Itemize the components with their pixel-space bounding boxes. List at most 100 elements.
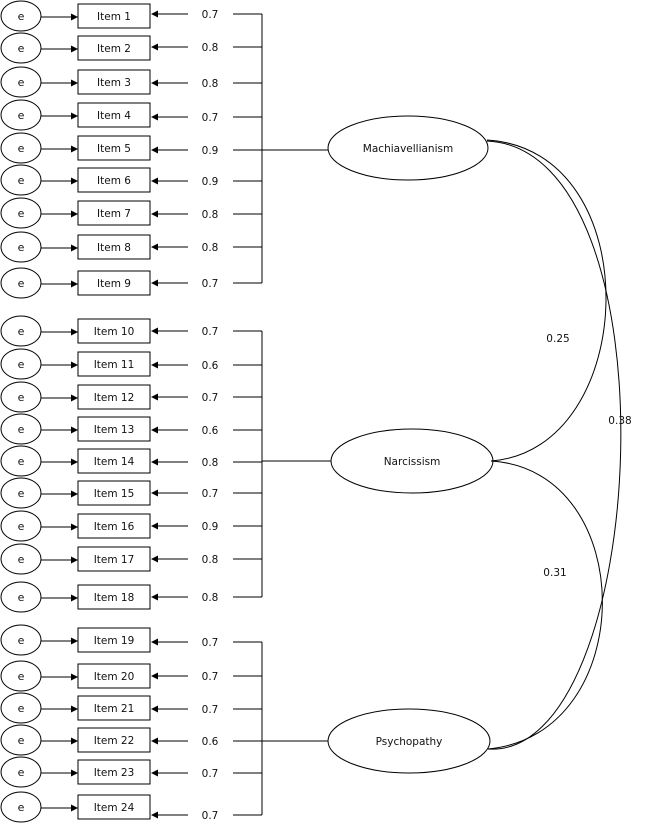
- indicator-label: Item 21: [94, 703, 135, 715]
- psychopathy-factor: Psychopathy: [262, 708, 491, 774]
- error-arrowhead: [71, 45, 78, 53]
- loading-arrowhead: [151, 426, 158, 434]
- indicator-label: Item 1: [97, 11, 131, 23]
- loading-arrowhead: [151, 737, 158, 745]
- psychopathy-factor-label: Psychopathy: [376, 736, 443, 748]
- indicator-row: e Item 2 0.8: [0, 32, 262, 64]
- indicator-box: [77, 318, 151, 344]
- error-term-label: e: [18, 109, 25, 122]
- factor-loading-value: 0.7: [202, 810, 219, 822]
- indicator-label: Item 20: [94, 671, 135, 683]
- factor-loading-value: 0.7: [202, 326, 219, 338]
- loading-arrowhead: [151, 79, 158, 87]
- error-term-circle: [0, 791, 42, 823]
- factor-loading-value: 0.7: [202, 671, 219, 683]
- error-arrowhead: [71, 79, 78, 87]
- factor-loading-value: 0.8: [202, 42, 219, 54]
- indicator-label: Item 24: [94, 802, 135, 814]
- indicator-box: [77, 35, 151, 61]
- indicator-label: Item 18: [94, 592, 135, 604]
- loading-arrowhead: [151, 555, 158, 563]
- loading-arrowhead: [151, 146, 158, 154]
- loading-arrowhead: [151, 113, 158, 121]
- error-term-label: e: [18, 391, 25, 404]
- loading-arrowhead: [151, 638, 158, 646]
- error-term-label: e: [18, 487, 25, 500]
- factor-loading-value: 0.7: [202, 637, 219, 649]
- indicator-box: [77, 351, 151, 377]
- indicator-box: [77, 200, 151, 226]
- indicator-label: Item 19: [94, 635, 135, 647]
- corr-mach-narc-curve: [486, 139, 607, 462]
- factor-loading-value: 0.8: [202, 209, 219, 221]
- indicator-label: Item 6: [97, 175, 131, 187]
- error-arrowhead: [71, 594, 78, 602]
- factor-loading-value: 0.6: [202, 736, 219, 748]
- error-term-circle: [0, 660, 42, 692]
- indicator-row: e Item 7 0.8: [0, 197, 262, 229]
- indicator-row: e Item 19 0.7: [0, 624, 262, 656]
- indicator-label: Item 2: [97, 43, 131, 55]
- indicator-label: Item 14: [94, 456, 135, 468]
- loading-arrowhead: [151, 243, 158, 251]
- factor-loading-value: 0.8: [202, 457, 219, 469]
- indicator-box: [77, 695, 151, 721]
- loading-arrowhead: [151, 393, 158, 401]
- factor-loading-value: 0.8: [202, 78, 219, 90]
- narcissism-factor: Narcissism: [262, 428, 494, 494]
- error-term-label: e: [18, 42, 25, 55]
- factor-loading-value: 0.6: [202, 360, 219, 372]
- corr-narc-psych: 0.31: [487, 460, 603, 750]
- indicator-box: [77, 234, 151, 260]
- error-arrowhead: [71, 13, 78, 21]
- indicator-box: [77, 663, 151, 689]
- indicator-box: [77, 416, 151, 442]
- error-term-label: e: [18, 455, 25, 468]
- error-term-circle: [0, 164, 42, 196]
- error-arrowhead: [71, 737, 78, 745]
- error-term-label: e: [18, 634, 25, 647]
- factor-loading-value: 0.7: [202, 112, 219, 124]
- indicator-label: Item 8: [97, 242, 131, 254]
- indicator-box: [77, 3, 151, 29]
- error-term-circle: [0, 477, 42, 509]
- error-term-circle: [0, 624, 42, 656]
- error-term-label: e: [18, 423, 25, 436]
- error-term-circle: [0, 581, 42, 613]
- indicator-label: Item 12: [94, 392, 135, 404]
- error-term-label: e: [18, 520, 25, 533]
- factor-loading-value: 0.8: [202, 242, 219, 254]
- loading-arrowhead: [151, 361, 158, 369]
- error-term-label: e: [18, 358, 25, 371]
- indicator-label: Item 15: [94, 488, 135, 500]
- indicator-box: [77, 584, 151, 610]
- error-term-circle: [0, 315, 42, 347]
- factor-loading-value: 0.9: [202, 145, 219, 157]
- indicator-box: [77, 102, 151, 128]
- indicator-box: [77, 513, 151, 539]
- error-arrowhead: [71, 705, 78, 713]
- error-term-label: e: [18, 325, 25, 338]
- loading-arrowhead: [151, 210, 158, 218]
- loading-arrowhead: [151, 705, 158, 713]
- error-term-circle: [0, 0, 42, 32]
- loading-arrowhead: [151, 458, 158, 466]
- error-arrowhead: [71, 673, 78, 681]
- error-term-label: e: [18, 734, 25, 747]
- error-term-circle: [0, 231, 42, 263]
- indicator-label: Item 9: [97, 278, 131, 290]
- error-term-label: e: [18, 207, 25, 220]
- factor-loading-value: 0.6: [202, 425, 219, 437]
- indicator-label: Item 22: [94, 735, 135, 747]
- error-term-circle: [0, 445, 42, 477]
- error-term-circle: [0, 724, 42, 756]
- error-arrowhead: [71, 426, 78, 434]
- indicator-label: Item 7: [97, 208, 131, 220]
